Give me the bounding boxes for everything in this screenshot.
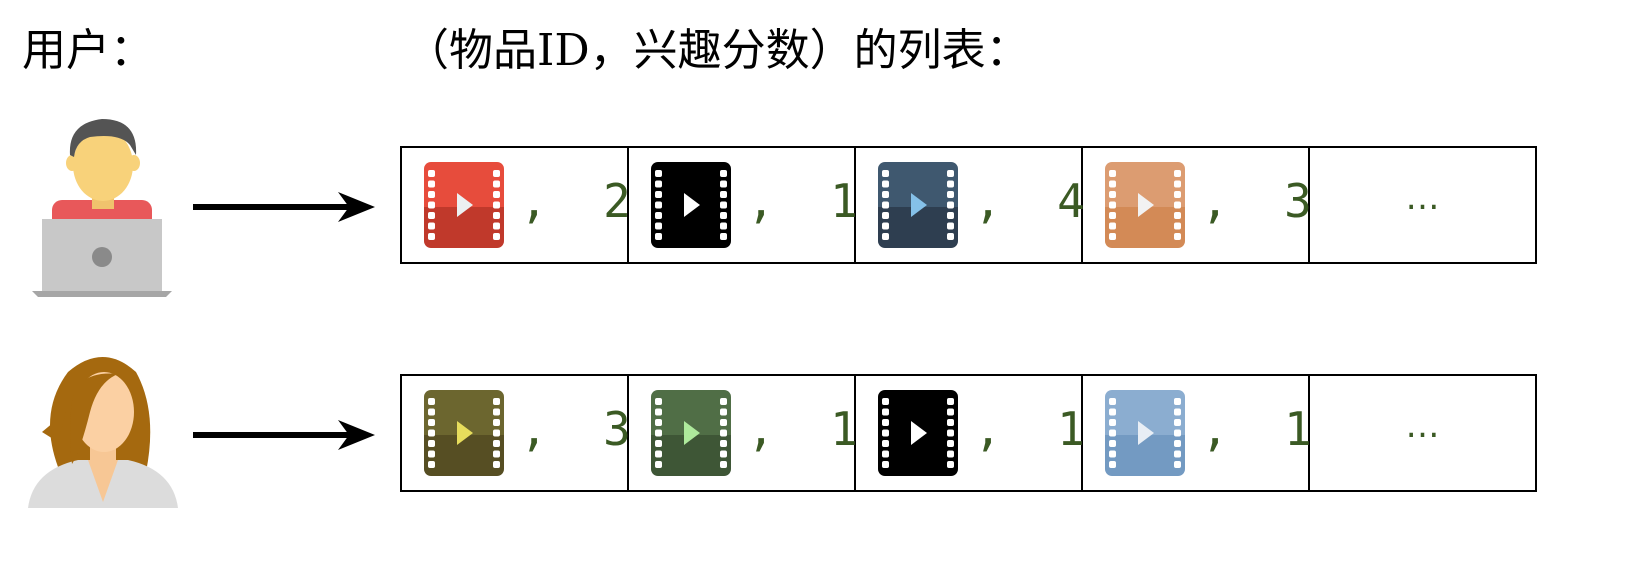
video-icon xyxy=(878,162,958,248)
item-cell: , 1 xyxy=(856,376,1085,490)
ellipsis: … xyxy=(1405,406,1440,446)
video-icon xyxy=(878,390,958,476)
interest-score: , 3 xyxy=(1201,174,1312,228)
item-cell: , 2 xyxy=(402,148,631,262)
interest-score: , 3 xyxy=(520,402,631,456)
video-icon xyxy=(1105,390,1185,476)
more-cell: … xyxy=(1310,148,1535,262)
arrow-right-icon xyxy=(193,420,375,450)
item-cell: , 4 xyxy=(856,148,1085,262)
user-header: 用户： xyxy=(22,25,154,76)
more-cell: … xyxy=(1310,376,1535,490)
ellipsis: … xyxy=(1405,178,1440,218)
man-laptop-avatar-icon xyxy=(32,119,172,297)
item-cell: , 1 xyxy=(629,148,858,262)
woman-avatar-icon xyxy=(28,357,178,508)
video-icon xyxy=(424,162,504,248)
interest-score: , 2 xyxy=(520,174,631,228)
arrow-right-icon xyxy=(193,192,375,222)
video-icon xyxy=(651,390,731,476)
item-cell: , 3 xyxy=(402,376,631,490)
item-cell: , 1 xyxy=(629,376,858,490)
video-icon xyxy=(1105,162,1185,248)
interest-score: , 1 xyxy=(747,402,858,456)
interest-score: , 1 xyxy=(1201,402,1312,456)
video-icon xyxy=(424,390,504,476)
user-1-item-list: , 2 , 1 , 4 , 3 … xyxy=(400,146,1537,264)
list-header: （物品ID，兴趣分数）的列表： xyxy=(405,25,1030,76)
item-cell: , 3 xyxy=(1083,148,1312,262)
interest-score: , 1 xyxy=(747,174,858,228)
item-cell: , 1 xyxy=(1083,376,1312,490)
interest-score: , 4 xyxy=(974,174,1085,228)
video-icon xyxy=(651,162,731,248)
interest-score: , 1 xyxy=(974,402,1085,456)
user-2-item-list: , 3 , 1 , 1 , 1 … xyxy=(400,374,1537,492)
